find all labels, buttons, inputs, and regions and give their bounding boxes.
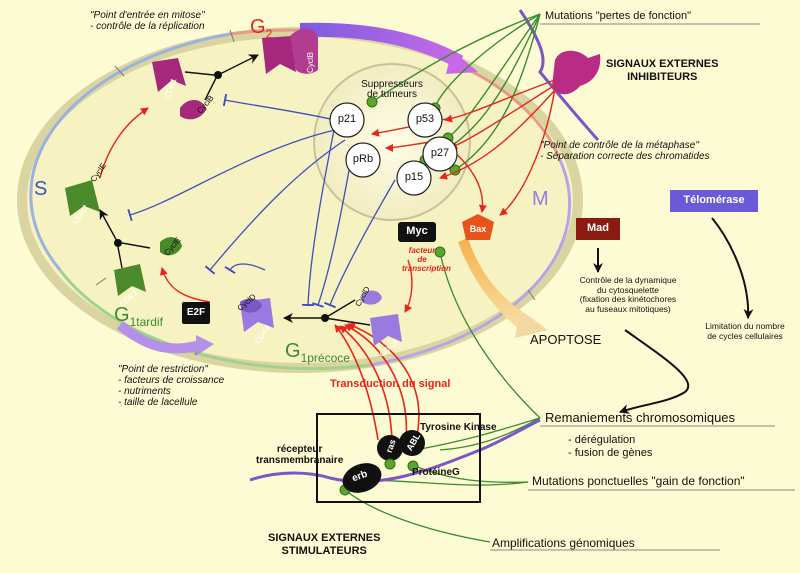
telomerase-label: Télomérase	[683, 194, 745, 206]
apoptosis-label: APOPTOSE	[530, 332, 602, 347]
metaphase-title: "Point de contrôle de la métaphase"	[540, 140, 699, 151]
genomic-amplification-label: Amplifications génomiques	[492, 536, 635, 550]
telo-line: de cycles cellulaires	[707, 330, 783, 341]
phase-s: S	[34, 178, 48, 200]
prb-label: pRb	[352, 153, 374, 165]
transcription-factor-label: facteur de transcription	[402, 246, 451, 273]
cdk-shapes	[65, 28, 402, 346]
cytoskeleton-control: Contrôle de la dynamique du cytosquelett…	[568, 275, 688, 314]
tf-line: de	[417, 255, 427, 264]
chromosome-rearrangement-label: Remaniements chromosomiques	[545, 410, 736, 425]
myc-box	[398, 222, 436, 242]
restriction-title: "Point de restriction"	[118, 364, 208, 375]
phase-g1-early: G1précoce	[285, 340, 350, 365]
receptor-box	[316, 413, 481, 503]
myc-label: Myc	[406, 225, 428, 237]
gain-mutation-lines	[339, 246, 541, 543]
metaphase-note: "Point de contrôle de la métaphase" - Sé…	[540, 140, 710, 162]
cyto-line: du cytosquelette	[597, 284, 659, 295]
p27-label: p27	[430, 147, 450, 159]
entry-mitosis-note: "Point d'entrée en mitose" - contrôle de…	[90, 10, 205, 32]
receptor-line: récepteur	[276, 444, 323, 455]
phase-g2: G2	[250, 16, 273, 41]
restriction-item: - facteurs de croissance	[118, 375, 225, 386]
suppressors-line: Suppresseurs	[361, 79, 423, 90]
inhibitory-membrane	[518, 9, 600, 142]
e2f-box	[182, 302, 210, 324]
cyto-line: au fuseaux mitotiques)	[585, 303, 671, 314]
entry-mitosis-title: "Point d'entrée en mitose"	[90, 10, 205, 21]
phase-m: M	[532, 188, 549, 210]
chromosome-rearrangement-list: - dérégulation - fusion de gènes	[568, 434, 652, 460]
loss-mutations-label: Mutations "pertes de fonction"	[545, 10, 692, 22]
g2-mitosis-arrow	[299, 22, 464, 69]
cyto-line: Contrôle de la dynamique	[579, 275, 677, 285]
inhibition-lines	[127, 93, 396, 309]
stimulatory-line: STIMULATEURS	[281, 545, 367, 557]
p53-label: p53	[415, 113, 435, 125]
cyto-line: (fixation des kinétochores	[579, 294, 677, 304]
e2f-label: E2F	[186, 307, 206, 318]
stimulatory-signals-label: SIGNAUX EXTERNES STIMULATEURS	[268, 532, 380, 558]
right-arrows	[593, 217, 754, 414]
bax-label: Bax	[469, 224, 487, 234]
chromo-item: - dérégulation	[568, 434, 636, 446]
inhibitory-receptor	[552, 50, 601, 95]
g2-mitosis-arrowhead	[446, 50, 478, 74]
signal-transduction-label: Transduction du signal	[330, 378, 451, 390]
receptor-label: récepteur transmembranaire	[256, 444, 343, 466]
telomerase-box	[670, 190, 758, 212]
p21-label: p21	[337, 113, 357, 125]
restriction-item: - taille de lacellule	[118, 397, 198, 408]
telo-line: Limitation du nombre	[705, 321, 785, 331]
label-underlines	[490, 23, 795, 551]
metaphase-detail: - Séparation correcte des chromatides	[540, 151, 710, 162]
stimulatory-line: SIGNAUX EXTERNES	[268, 532, 381, 544]
phase-g1-late: G1tardif	[114, 304, 163, 329]
restriction-note: "Point de restriction" - facteurs de cro…	[118, 364, 224, 408]
apoptosis-path	[458, 238, 535, 330]
stimulatory-membrane	[249, 418, 541, 484]
protein-g-label: ProtéineG	[412, 467, 460, 478]
inhibitory-line: SIGNAUX EXTERNES	[606, 58, 719, 70]
apoptosis-arrowhead	[515, 310, 548, 338]
signal-transduction-arrows	[334, 322, 420, 441]
cycle-activation-arrows	[99, 107, 413, 313]
suppressors-line: de tumeurs	[366, 89, 418, 100]
mad-box	[576, 218, 620, 240]
chromo-item: - fusion de gènes	[568, 447, 653, 459]
restriction-arrowhead	[196, 335, 214, 356]
tf-line: transcription	[402, 264, 451, 273]
receptor-line: transmembranaire	[256, 455, 344, 466]
restriction-item: - nutriments	[118, 386, 171, 397]
inhibitory-signals-label: SIGNAUX EXTERNES INHIBITEURS	[606, 58, 718, 84]
point-mutations-label: Mutations ponctuelles "gain de fonction"	[532, 474, 745, 488]
entry-mitosis-detail: - contrôle de la réplication	[90, 21, 205, 32]
complex-junctions	[99, 54, 371, 326]
bax-shape	[462, 214, 494, 240]
tf-line: facteur	[408, 246, 436, 255]
telomere-limit: Limitation du nombre de cycles cellulair…	[690, 321, 800, 341]
p15-label: p15	[404, 171, 424, 183]
oncogene-shapes	[342, 430, 425, 493]
suppressors-label: Suppresseurs de tumeurs	[352, 80, 432, 100]
inhibitory-line: INHIBITEURS	[627, 71, 698, 83]
tyrosine-kinase-label: Tyrosine Kinase	[420, 422, 497, 433]
mad-label: Mad	[587, 222, 609, 234]
suppressor-nodes	[329, 102, 458, 196]
restriction-arrow	[116, 321, 202, 354]
cyclb-top-label: CyclB	[305, 52, 315, 73]
